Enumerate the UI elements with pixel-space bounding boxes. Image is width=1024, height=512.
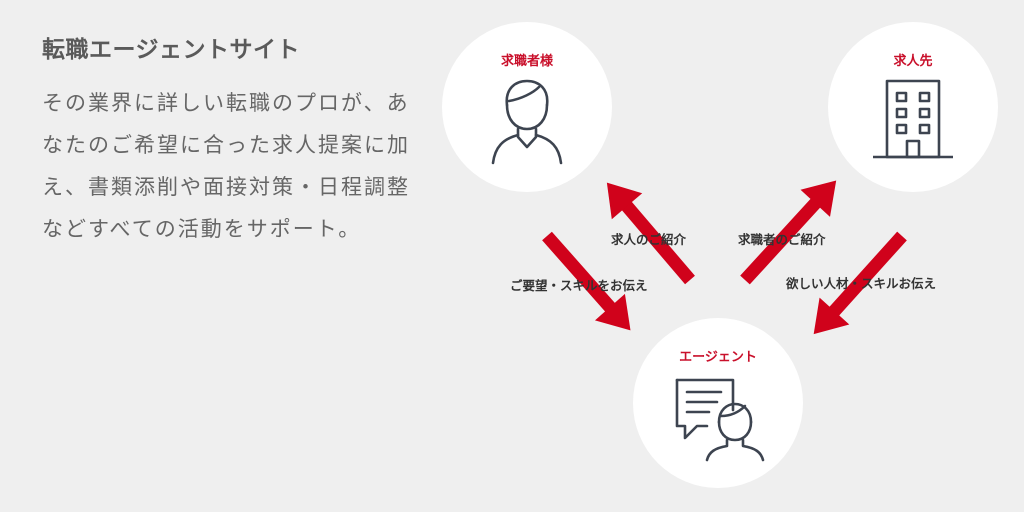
flow-label-from-jobseeker: ご要望・スキルをお伝え — [510, 278, 648, 293]
node-label-company: 求人先 — [893, 54, 933, 69]
arrow-from-jobseeker — [542, 231, 631, 331]
node-company: 求人先 — [828, 22, 998, 192]
flow-label-from-company: 欲しい人材・スキルお伝え — [786, 276, 937, 291]
arrow-to-jobseeker — [606, 182, 695, 285]
arrow-to-company — [740, 180, 837, 285]
flow-label-to-jobseeker: 求人のご紹介 — [611, 232, 687, 247]
arrow-from-company — [813, 231, 907, 335]
node-jobseeker: 求職者様 — [442, 22, 612, 192]
node-label-jobseeker: 求職者様 — [500, 54, 553, 69]
building-icon — [873, 79, 953, 159]
page-title: 転職エージェントサイト — [42, 37, 301, 63]
node-label-agent: エージェント — [679, 350, 757, 365]
flow-label-to-company: 求職者のご紹介 — [738, 232, 826, 247]
intro-description: その業界に詳しい転職のプロが、あなたのご希望に合った求人提案に加え、書類添削や面… — [42, 91, 410, 241]
person-icon — [491, 79, 563, 165]
intro-panel: 転職エージェントサイト その業界に詳しい転職のプロが、あなたのご希望に合った求人… — [42, 30, 412, 250]
chat-person-icon — [675, 378, 765, 462]
node-agent: エージェント — [633, 318, 803, 488]
